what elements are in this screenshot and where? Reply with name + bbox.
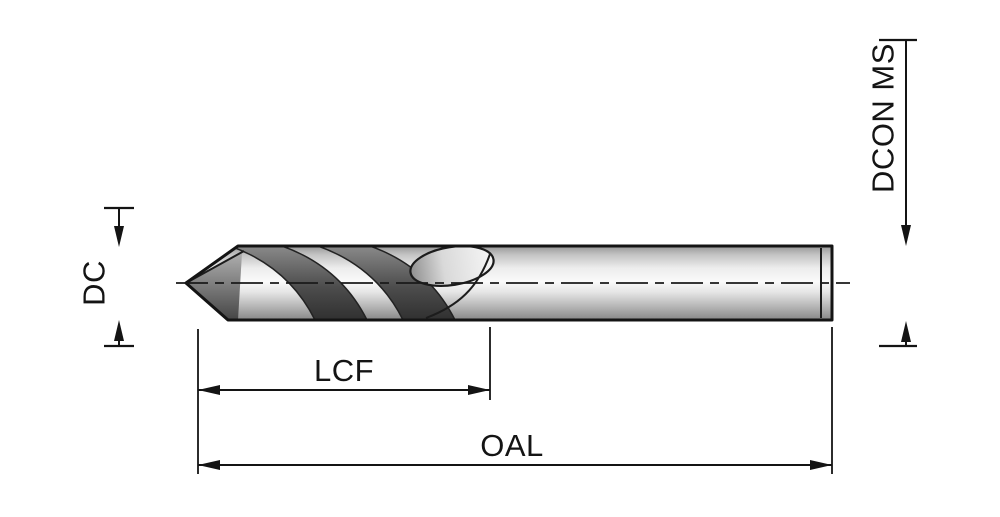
dc-label: DC xyxy=(77,260,112,306)
flute-runout-curve xyxy=(425,253,491,319)
drill-body xyxy=(184,244,834,322)
drill-tip-facet xyxy=(186,253,242,320)
lcf-label: LCF xyxy=(314,353,374,388)
lcf-dimension: LCF xyxy=(197,327,491,474)
oal-label: OAL xyxy=(480,428,544,463)
dcon-dimension: DCON MS xyxy=(866,38,917,348)
oal-dimension: OAL xyxy=(198,327,833,474)
drill-outline xyxy=(184,244,834,322)
dc-dimension: DC xyxy=(77,206,134,348)
dcon-label: DCON MS xyxy=(866,43,901,193)
